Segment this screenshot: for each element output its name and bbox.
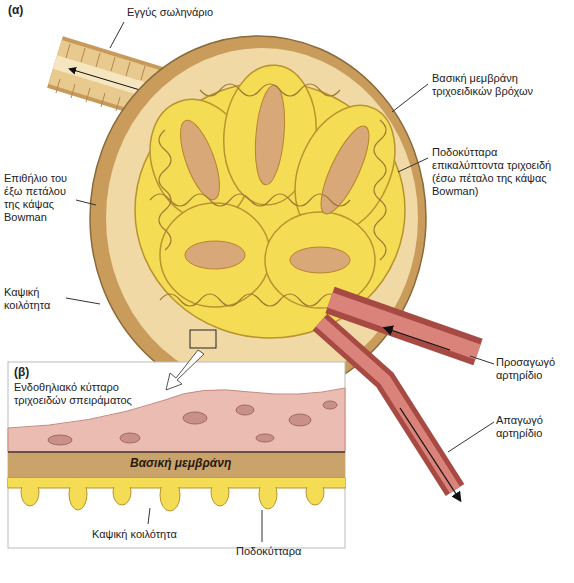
part-label: Ενδοθηλιακό κύτταρο τριχοειδών σπειράματ… (14, 381, 164, 407)
part-label: Καψική κοιλότητα (4, 286, 70, 312)
panel-letter: (α) (8, 4, 23, 17)
part-label: Προσαγωγό αρτηρίδιο (496, 356, 570, 382)
part-label: Καψική κοιλότητα (92, 528, 177, 541)
part-label: Βασική μεμβράνη (130, 457, 231, 470)
part-label: Εγγύς σωληνάριο (127, 6, 213, 19)
part-label: Βασική μεμβράνη τριχοειδικών βρόχων (432, 72, 568, 98)
part-label: Ποδοκύτταρα (236, 545, 301, 558)
part-label: Απαγωγό αρτηρίδιο (496, 414, 570, 440)
part-label: Ποδοκύτταρα επικαλύπτοντα τριχοειδή (έσω… (432, 146, 568, 198)
part-label: Επιθήλιο του έξω πετάλου της κάψας Bowma… (4, 172, 82, 224)
panel-letter: (β) (14, 366, 29, 379)
